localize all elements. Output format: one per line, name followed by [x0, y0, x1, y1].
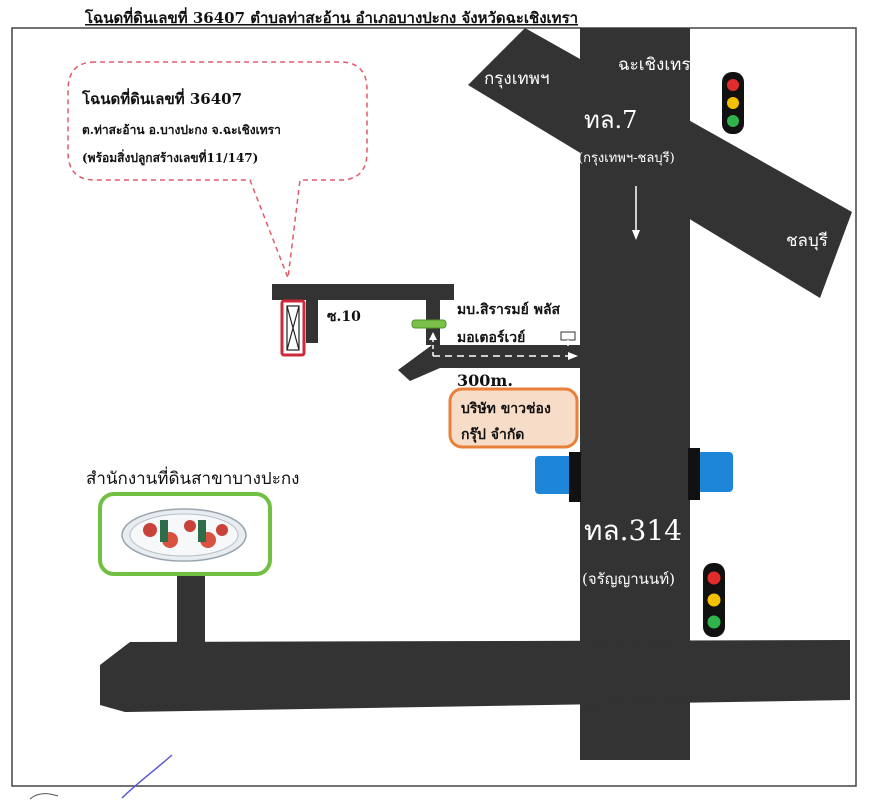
label-highway-314: ทล.314 — [584, 514, 682, 547]
callout-building-number: (พร้อมสิ่งปลูกสร้างเลขที่11/147) — [82, 149, 258, 166]
company-name-line2: กรุ๊ป จำกัด — [461, 426, 524, 443]
bottom-road — [100, 640, 850, 712]
company-name-line1: บริษัท ขาวช่อง — [461, 401, 551, 417]
soi-plot-stub — [306, 295, 318, 343]
arrow-down-icon — [632, 186, 640, 240]
signpost-icon — [560, 331, 576, 346]
traffic-light-icon — [722, 72, 744, 134]
label-village-motorway: มอเตอร์เวย์ — [457, 329, 525, 346]
village-access-road — [398, 345, 582, 381]
highway-314-road — [580, 28, 690, 760]
map-frame — [11, 27, 857, 787]
bridge-left-block — [535, 456, 573, 494]
label-village: มบ.สิรารมย์ พลัส — [457, 301, 561, 318]
label-land-office: สำนักงานที่ดินสาขาบางปะกง — [86, 466, 299, 489]
callout-deed-number: โฉนดที่ดินเลขที่ 36407 — [81, 88, 242, 108]
pen-stroke — [121, 754, 173, 799]
label-bangkok: กรุงเทพฯ — [484, 69, 550, 89]
land-plot-marker — [280, 299, 306, 357]
company-box: บริษัท ขาวช่อง กรุ๊ป จำกัด — [448, 387, 579, 449]
land-office-box — [98, 492, 272, 576]
label-distance: 300m. — [457, 371, 513, 390]
label-chonburi: ชลบุรี — [786, 231, 828, 251]
dashed-arrow-icon — [429, 332, 578, 360]
label-chachoengsao: ฉะเชิงเทรา — [618, 55, 700, 75]
label-soi-10: ซ.10 — [327, 309, 361, 325]
bridge-left-rail — [569, 452, 581, 502]
pen-stroke-2 — [29, 793, 59, 800]
deed-callout: โฉนดที่ดินเลขที่ 36407 ต.ท่าสะอ้าน อ.บาง… — [67, 61, 368, 279]
traffic-light-icon — [703, 563, 725, 637]
label-highway-7: ทล.7 — [584, 106, 637, 134]
map-title: โฉนดที่ดินเลขที่ 36407 ตำบลท่าสะอ้าน อำเ… — [84, 7, 578, 27]
seal-icon — [121, 508, 247, 562]
label-highway-7-sub: (กรุงเทพฯ-ชลบุรี) — [578, 150, 675, 166]
road-network — [100, 28, 852, 760]
bridge-right-rail — [688, 448, 700, 500]
village-marker — [411, 319, 447, 329]
callout-location: ต.ท่าสะอ้าน อ.บางปะกง จ.ฉะเชิงเทรา — [82, 123, 281, 137]
bridge-right-block — [697, 452, 733, 492]
label-highway-314-sub: (จรัญญานนท์) — [582, 570, 675, 588]
